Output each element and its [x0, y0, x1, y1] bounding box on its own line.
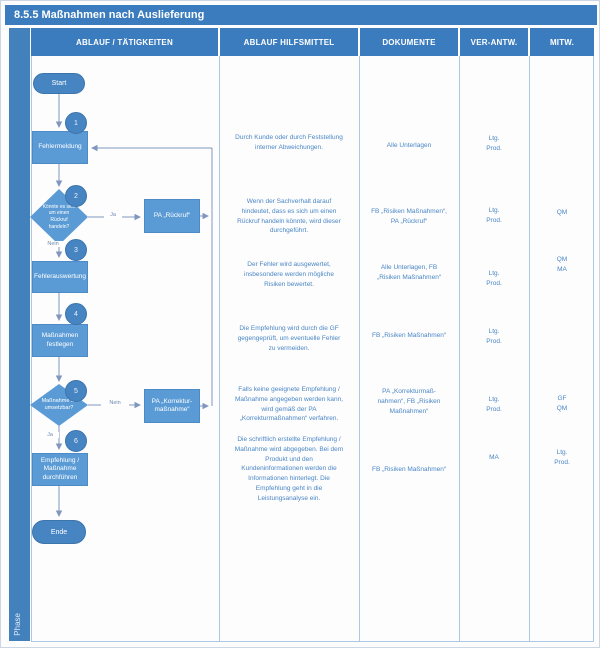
- dokumente-cell-2: FB „Risiken Maßnahmen“, PA „Rückruf“: [371, 208, 447, 225]
- verantw-cell-3: Ltg. Prod.: [486, 270, 502, 287]
- phase-label: Phase: [13, 613, 22, 636]
- decision1-yes-label: Ja: [104, 212, 122, 218]
- step-number-badge-6: 6: [65, 430, 87, 452]
- grid-line-col2: [359, 56, 360, 642]
- mitw-cell-5: GF QM: [556, 395, 568, 412]
- decision1-no-label: Nein: [39, 241, 67, 247]
- column-header-hilfsmittel: ABLAUF HILFSMITTEL: [220, 28, 358, 56]
- error-analysis-step: Fehlerauswertung: [32, 261, 88, 293]
- step-number-badge-3: 3: [65, 239, 87, 261]
- dokumente-cell-3: Alle Unterlagen, FB „Risiken Maßnahmen“: [377, 264, 441, 281]
- hilfsmittel-cell-5: Falls keine geeignete Empfehlung / Maßna…: [234, 386, 344, 423]
- grid-line-right: [593, 56, 594, 642]
- step-number-badge-5: 5: [65, 380, 87, 402]
- verantw-cell-5: Ltg. Prod.: [486, 396, 502, 413]
- column-header-taetigkeiten: ABLAUF / TÄTIGKEITEN: [31, 28, 218, 56]
- column-header-verantw: VER-ANTW.: [460, 28, 528, 56]
- grid-line-left: [31, 56, 32, 642]
- pa-korrektur-process: PA „Korrektur- maßnahme“: [144, 389, 200, 423]
- grid-line-col1: [219, 56, 220, 642]
- grid-line-col4: [529, 56, 530, 642]
- hilfsmittel-cell-4: Die Empfehlung wird durch die GF gegenge…: [237, 325, 341, 352]
- mitw-cell-6: Ltg. Prod.: [554, 449, 570, 466]
- verantw-cell-1: Ltg. Prod.: [486, 135, 502, 152]
- execute-measure-step: Empfehlung / Maßnahme durchführen: [32, 453, 88, 486]
- verantw-cell-2: Ltg. Prod.: [486, 207, 502, 224]
- grid-line-col3: [459, 56, 460, 642]
- decision2-yes-label: Ja: [41, 432, 59, 438]
- verantw-cell-6: MA: [489, 454, 499, 461]
- define-measures-step: Maßnahmen festlegen: [32, 324, 88, 357]
- column-header-dokumente: DOKUMENTE: [360, 28, 458, 56]
- dokumente-cell-5: PA „Korrekturmaß- nahmen“, FB „Risiken M…: [377, 388, 441, 415]
- page-title: 8.5.5 Maßnahmen nach Auslieferung: [5, 5, 597, 25]
- step-number-badge-1: 1: [65, 112, 87, 134]
- start-terminator: Start: [33, 73, 85, 94]
- grid-line-bottom: [31, 641, 594, 642]
- mitw-cell-3: QM MA: [556, 256, 568, 273]
- phase-strip: Phase: [9, 28, 30, 641]
- decision2-no-label: Nein: [101, 400, 129, 406]
- hilfsmittel-cell-6: Die schriftlich erstellte Empfehlung / M…: [234, 436, 344, 502]
- hilfsmittel-cell-3: Der Fehler wird ausgewertet, insbesonder…: [244, 261, 334, 288]
- pa-rueckruf-process: PA „Rückruf“: [144, 199, 200, 233]
- hilfsmittel-cell-1: Durch Kunde oder durch Feststellung inte…: [235, 134, 343, 151]
- dokumente-cell-6: FB „Risiken Maßnahmen“: [371, 466, 447, 473]
- hilfsmittel-cell-2: Wenn der Sachverhalt darauf hindeutet, d…: [237, 198, 341, 235]
- step-number-badge-4: 4: [65, 303, 87, 325]
- step-number-badge-2: 2: [65, 185, 87, 207]
- dokumente-cell-1: Alle Unterlagen: [386, 142, 432, 149]
- error-report-step: Fehlermeldung: [32, 131, 88, 164]
- verantw-cell-4: Ltg. Prod.: [486, 328, 502, 345]
- mitw-cell-2: QM: [556, 209, 568, 216]
- column-header-mitw: MITW.: [530, 28, 594, 56]
- dokumente-cell-4: FB „Risiken Maßnahmen“: [371, 332, 447, 339]
- end-terminator: Ende: [32, 520, 86, 544]
